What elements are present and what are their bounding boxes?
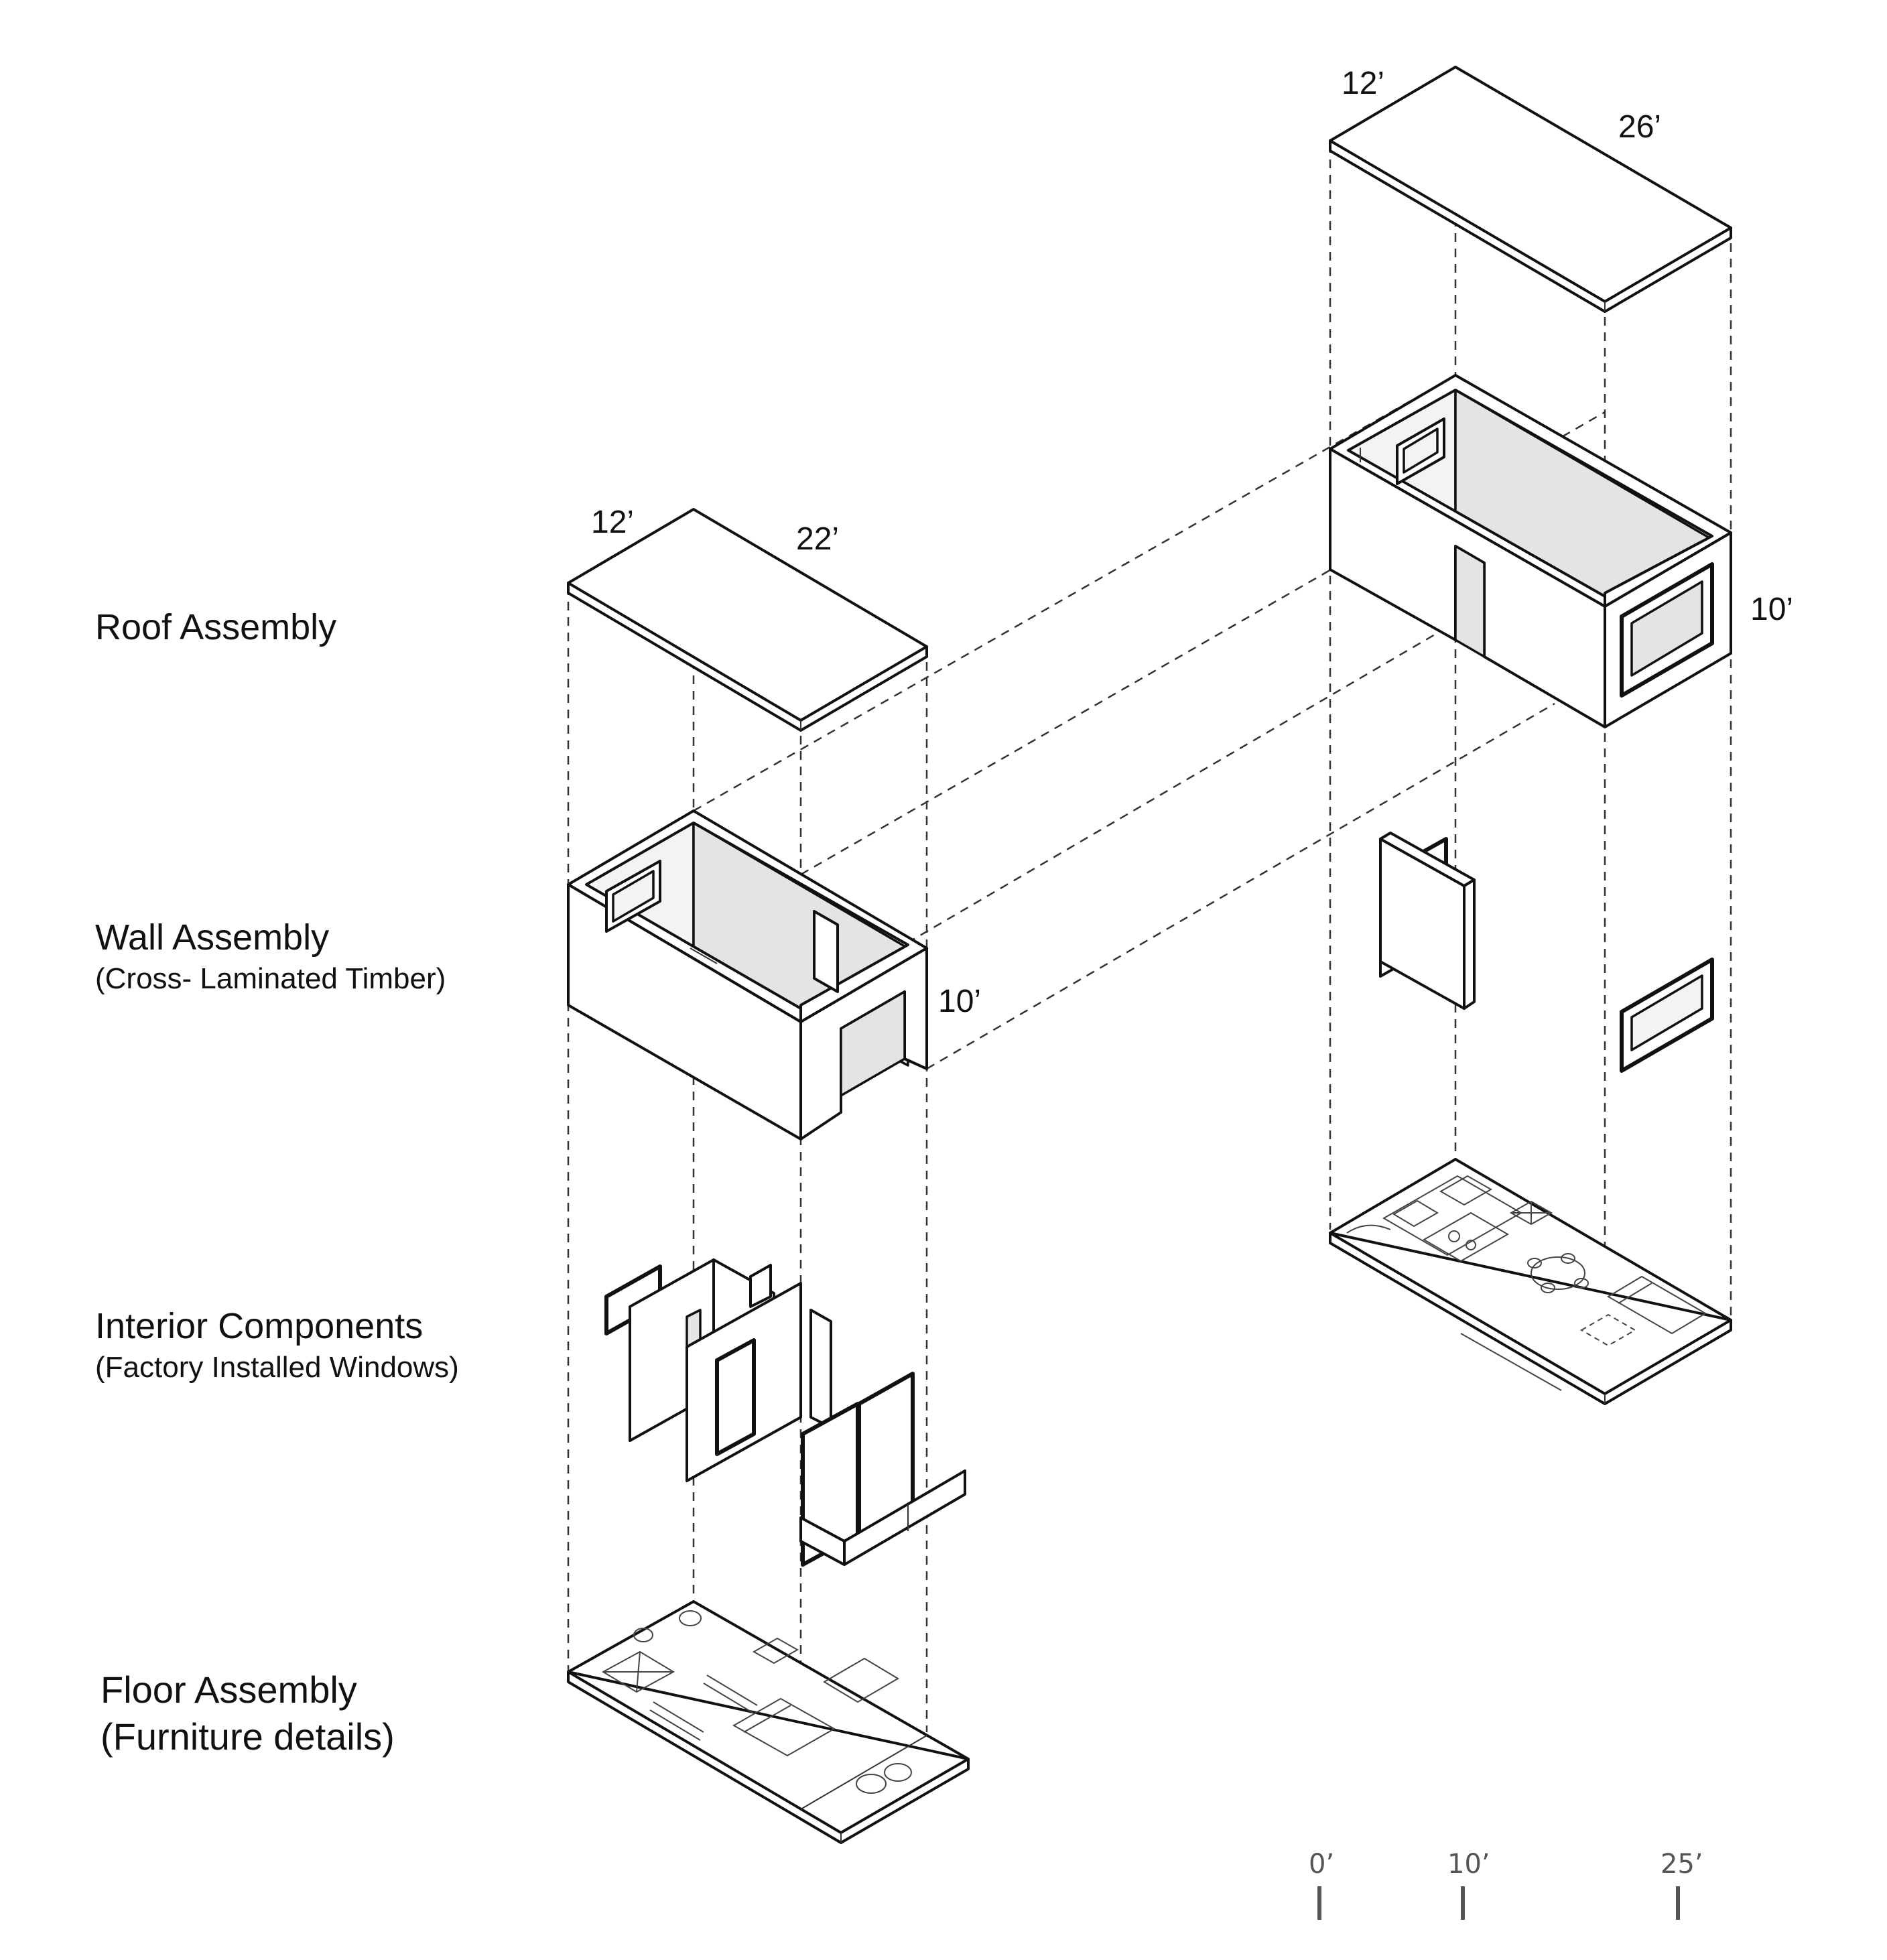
label-interior-subtitle: (Factory Installed Windows) <box>95 1351 459 1384</box>
label-floor-assembly: Floor Assembly (Furniture details) <box>101 1669 395 1759</box>
small-wall-dimensions: 10’ <box>938 984 981 1019</box>
small-floor-slab <box>567 1600 970 1844</box>
dim-large-height: 10’ <box>1750 592 1793 627</box>
scale-label-0: 0’ <box>1309 1849 1334 1880</box>
dim-small-length: 22’ <box>796 521 839 557</box>
scale-bar: 0’ 10’ 25’ <box>1309 1849 1703 1920</box>
label-wall-title: Wall Assembly <box>95 917 330 958</box>
dim-small-width: 12’ <box>591 505 634 540</box>
label-interior-title: Interior Components <box>95 1306 424 1346</box>
scale-label-25: 25’ <box>1661 1849 1703 1880</box>
small-roof-slab <box>567 508 928 732</box>
small-floor-furniture <box>601 1610 912 1794</box>
label-floor-title: Floor Assembly <box>101 1669 357 1711</box>
small-interior-components <box>604 1258 966 1567</box>
large-floor-slab <box>1329 1158 1732 1405</box>
label-wall-assembly: Wall Assembly (Cross- Laminated Timber) <box>95 917 446 996</box>
dim-large-width: 12’ <box>1342 66 1384 101</box>
small-roof-dimensions: 12’ 22’ <box>591 505 839 557</box>
scale-label-10: 10’ <box>1447 1849 1490 1880</box>
large-roof-slab <box>1329 66 1732 313</box>
large-roof-dimensions: 12’ 26’ <box>1342 66 1661 145</box>
large-interior-components <box>1379 832 1714 1073</box>
small-wall-box <box>567 809 928 1140</box>
label-roof-title: Roof Assembly <box>95 607 337 647</box>
label-floor-subtitle: (Furniture details) <box>101 1715 395 1758</box>
dim-small-height: 10’ <box>938 984 981 1019</box>
label-wall-subtitle: (Cross- Laminated Timber) <box>95 962 446 996</box>
large-wall-box <box>1329 374 1732 728</box>
dim-large-length: 26’ <box>1618 109 1661 145</box>
label-roof-assembly: Roof Assembly <box>95 606 336 648</box>
large-wall-dimensions: 10’ <box>1750 592 1793 627</box>
label-interior-components: Interior Components (Factory Installed W… <box>95 1305 459 1385</box>
large-floor-furniture <box>1346 1175 1707 1391</box>
